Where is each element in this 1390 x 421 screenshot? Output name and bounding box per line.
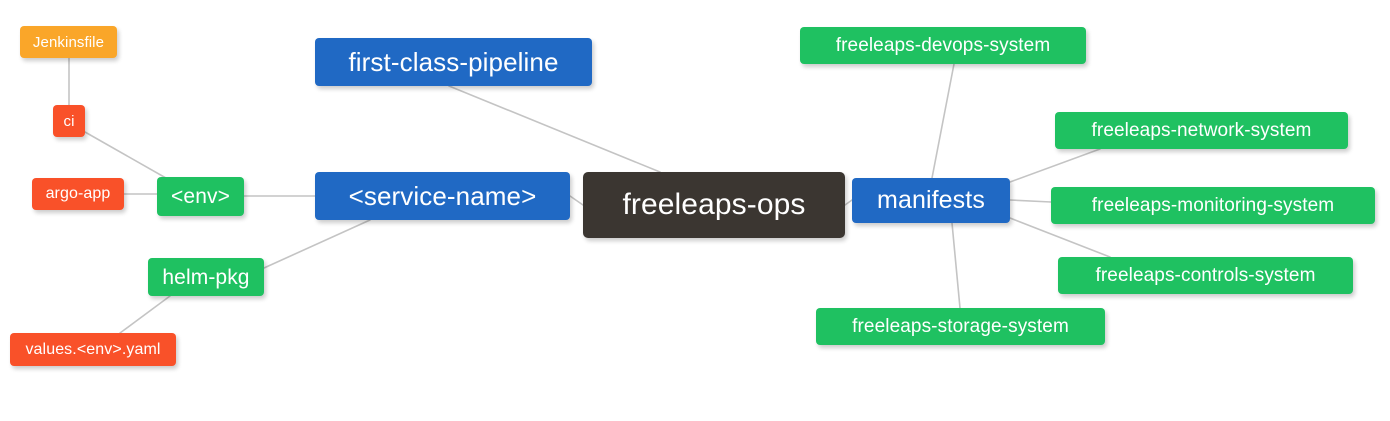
- edge-manifests-to-freeleaps-devops-system: [931, 63, 955, 179]
- edge-manifests-to-freeleaps-monitoring-system: [1009, 199, 1052, 203]
- node-label: helm-pkg: [162, 265, 250, 289]
- node-freeleaps-network-system[interactable]: freeleaps-network-system: [1055, 112, 1348, 149]
- node-manifests[interactable]: manifests: [852, 178, 1010, 223]
- edge-service-name-to-helm-pkg: [263, 219, 371, 269]
- edge-freeleaps-ops-to-service-name: [569, 195, 584, 206]
- node-label: freeleaps-controls-system: [1095, 265, 1316, 286]
- node-label: freeleaps-storage-system: [852, 316, 1069, 337]
- node-label: <env>: [171, 185, 230, 208]
- node-label: freeleaps-devops-system: [835, 35, 1051, 56]
- node-label: <service-name>: [348, 181, 537, 211]
- node-freeleaps-devops-system[interactable]: freeleaps-devops-system: [800, 27, 1086, 64]
- node-argo-app[interactable]: argo-app: [32, 178, 124, 210]
- node-label: values.<env>.yaml: [25, 340, 161, 358]
- node-label: freeleaps-network-system: [1091, 120, 1312, 141]
- node-label: Jenkinsfile: [32, 33, 105, 51]
- edge-helm-pkg-to-values-env-yaml: [119, 295, 171, 334]
- node-values-env-yaml[interactable]: values.<env>.yaml: [10, 333, 176, 366]
- edge-freeleaps-ops-to-first-class-pipeline: [448, 85, 661, 173]
- edge-manifests-to-freeleaps-storage-system: [951, 222, 961, 309]
- node-label: freeleaps-monitoring-system: [1091, 195, 1335, 216]
- node-label: argo-app: [45, 185, 111, 202]
- node-jenkinsfile[interactable]: Jenkinsfile: [20, 26, 117, 58]
- node-freeleaps-storage-system[interactable]: freeleaps-storage-system: [816, 308, 1105, 345]
- edge-manifests-to-freeleaps-network-system: [1009, 148, 1101, 183]
- node-service-name[interactable]: <service-name>: [315, 172, 570, 220]
- node-freeleaps-monitoring-system[interactable]: freeleaps-monitoring-system: [1051, 187, 1375, 224]
- node-label: freeleaps-ops: [622, 188, 806, 221]
- node-label: manifests: [877, 186, 985, 214]
- node-label: first-class-pipeline: [348, 47, 559, 77]
- node-first-class-pipeline[interactable]: first-class-pipeline: [315, 38, 592, 86]
- node-helm-pkg[interactable]: helm-pkg: [148, 258, 264, 296]
- node-env[interactable]: <env>: [157, 177, 244, 216]
- node-ci[interactable]: ci: [53, 105, 85, 137]
- edge-freeleaps-ops-to-manifests: [844, 199, 853, 206]
- node-label: ci: [63, 112, 75, 130]
- node-freeleaps-ops[interactable]: freeleaps-ops: [583, 172, 845, 238]
- node-freeleaps-controls-system[interactable]: freeleaps-controls-system: [1058, 257, 1353, 294]
